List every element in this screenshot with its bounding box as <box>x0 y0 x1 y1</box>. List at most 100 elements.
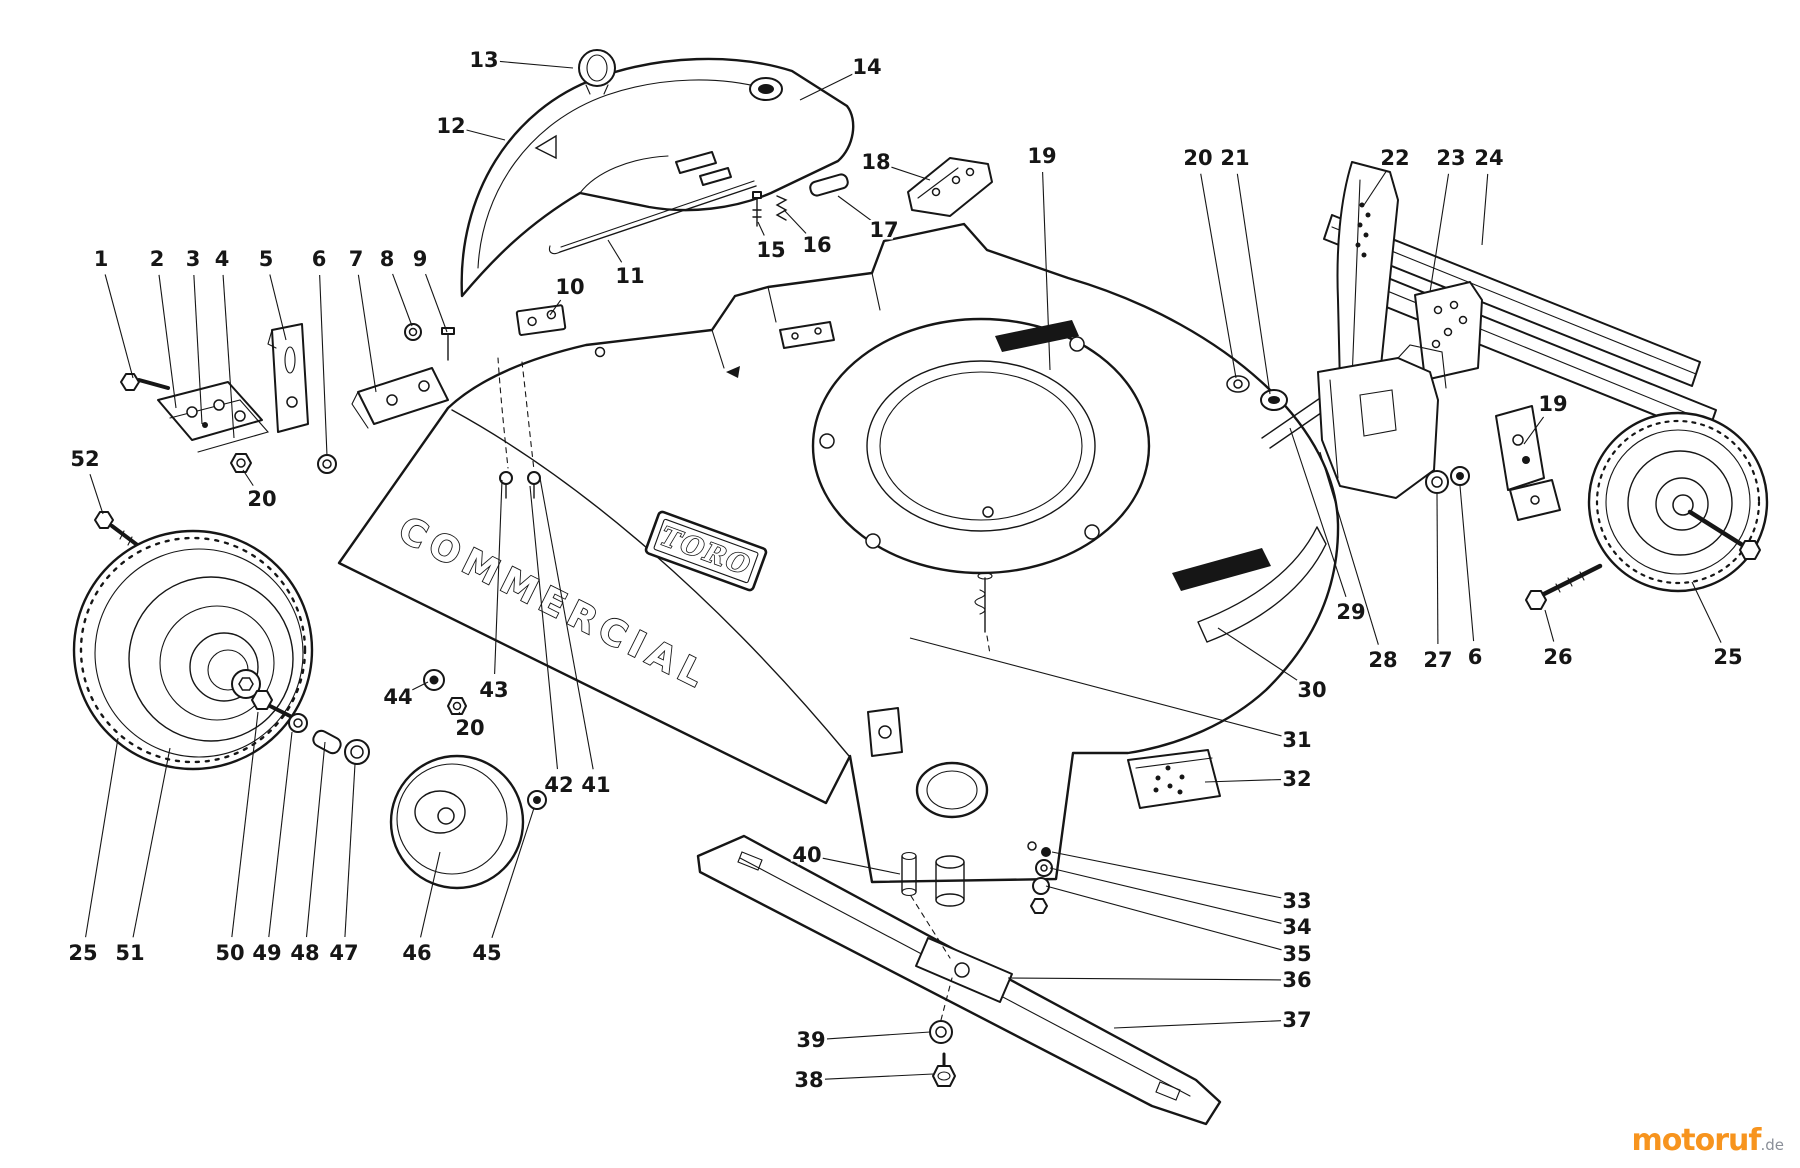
leader-line-36 <box>1007 977 1282 981</box>
leader-line-10 <box>549 299 562 316</box>
leader-line-42 <box>529 485 559 770</box>
leader-line-28 <box>1319 451 1379 645</box>
leader-line-46 <box>420 851 441 938</box>
callout-37: 37 <box>1282 1008 1311 1032</box>
leader-line-24 <box>1481 173 1489 246</box>
callout-11: 11 <box>615 264 644 288</box>
leader-line-20 <box>458 711 462 716</box>
leader-line-25 <box>85 737 119 938</box>
leader-line-40 <box>822 857 901 875</box>
leader-line-45 <box>491 807 535 938</box>
leader-line-34 <box>1049 867 1282 924</box>
leader-line-35 <box>1045 885 1282 951</box>
leader-line-6 <box>319 274 328 457</box>
leader-line-49 <box>268 731 293 938</box>
leader-line-4 <box>222 274 235 439</box>
rear-bracket <box>907 157 993 217</box>
callout-6: 6 <box>312 247 327 271</box>
spring <box>775 195 788 221</box>
callout-12: 12 <box>436 114 465 138</box>
leader-line-18 <box>891 166 931 181</box>
callout-7: 7 <box>349 247 364 271</box>
leader-line-50 <box>231 711 259 938</box>
lower-right-bracket <box>1127 749 1221 809</box>
watermark-suffix: .de <box>1760 1136 1784 1154</box>
callout-38: 38 <box>794 1068 823 1092</box>
callout-16: 16 <box>802 233 831 257</box>
leader-line-19 <box>1042 171 1051 371</box>
callout-22: 22 <box>1380 146 1409 170</box>
callout-29: 29 <box>1336 600 1365 624</box>
watermark-logo: motoruf.de <box>1631 1123 1784 1158</box>
leader-line-2 <box>158 274 177 409</box>
callout-15: 15 <box>756 238 785 262</box>
callout-51: 51 <box>115 941 144 965</box>
left-wheel-assembly <box>72 529 547 890</box>
leader-line-25 <box>1691 581 1722 643</box>
leader-line-11 <box>607 239 623 263</box>
leader-line-15 <box>757 221 765 236</box>
leader-line-22 <box>1363 171 1387 206</box>
callout-45: 45 <box>472 941 501 965</box>
callout-23: 23 <box>1436 146 1465 170</box>
callout-52: 52 <box>70 447 99 471</box>
callout-49: 49 <box>252 941 281 965</box>
callout-41: 41 <box>581 773 610 797</box>
leader-line-31 <box>909 637 1282 737</box>
leader-line-37 <box>1113 1020 1282 1029</box>
callout-46: 46 <box>402 941 431 965</box>
callout-36: 36 <box>1282 968 1311 992</box>
leader-line-14 <box>799 73 853 101</box>
toro-badge: TORO <box>644 510 768 592</box>
callout-3: 3 <box>186 247 201 271</box>
callout-25: 25 <box>1713 645 1742 669</box>
callout-44: 44 <box>383 685 412 709</box>
deck-housing: TORO COMMERCIAL <box>337 222 1340 884</box>
leader-line-7 <box>357 274 377 393</box>
leader-line-32 <box>1204 778 1282 783</box>
leader-line-26 <box>1544 609 1555 642</box>
leader-line-44 <box>412 681 429 691</box>
callout-28: 28 <box>1368 648 1397 672</box>
callout-6: 6 <box>1468 645 1483 669</box>
callout-42: 42 <box>544 773 573 797</box>
leader-line-16 <box>783 209 807 234</box>
callout-50: 50 <box>215 941 244 965</box>
callout-25: 25 <box>68 941 97 965</box>
callout-40: 40 <box>792 843 821 867</box>
callout-8: 8 <box>380 247 395 271</box>
callout-47: 47 <box>329 941 358 965</box>
callout-21: 21 <box>1220 146 1249 170</box>
leader-line-17 <box>837 195 872 221</box>
leader-line-13 <box>499 60 574 69</box>
leader-line-27 <box>1436 493 1439 645</box>
leader-line-12 <box>466 129 506 141</box>
leader-line-52 <box>89 474 104 515</box>
callout-10: 10 <box>555 275 584 299</box>
leader-line-38 <box>824 1073 934 1080</box>
leader-line-51 <box>132 747 171 938</box>
control-rod <box>559 185 757 253</box>
leader-line-30 <box>1217 627 1299 682</box>
leader-line-8 <box>392 273 413 327</box>
top-cover-assembly <box>460 49 993 298</box>
callout-32: 32 <box>1282 767 1311 791</box>
callout-27: 27 <box>1423 648 1452 672</box>
callout-20: 20 <box>247 487 276 511</box>
leader-line-5 <box>269 274 287 341</box>
leader-line-43 <box>494 479 503 675</box>
callout-17: 17 <box>869 218 898 242</box>
callout-14: 14 <box>852 55 881 79</box>
leader-line-47 <box>344 763 356 938</box>
callout-35: 35 <box>1282 942 1311 966</box>
leader-line-39 <box>826 1031 931 1040</box>
callout-34: 34 <box>1282 915 1311 939</box>
callout-5: 5 <box>259 247 274 271</box>
leader-line-33 <box>1051 851 1282 899</box>
leader-line-23 <box>1429 173 1450 293</box>
leader-lines <box>85 60 1722 1080</box>
leader-line-3 <box>193 274 203 425</box>
